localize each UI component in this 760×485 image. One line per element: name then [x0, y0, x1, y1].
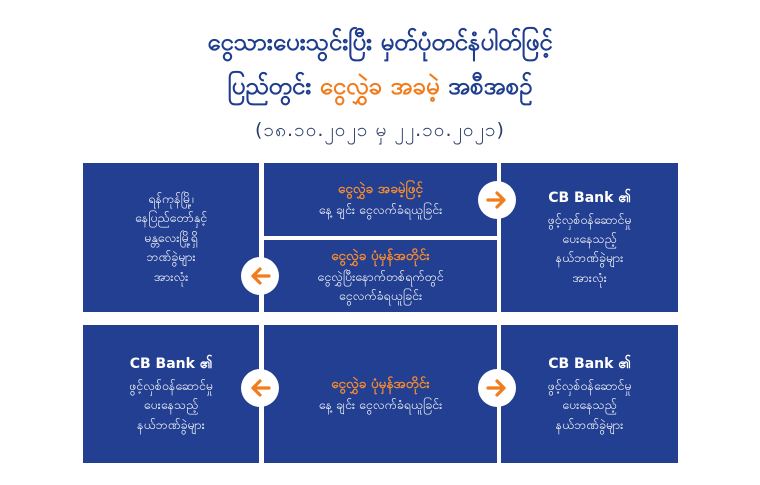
row1-bottom-mid-heading: ငွေလွှဲခ ပုံမှန်အတိုင်း — [331, 248, 430, 265]
row1-right-line4: အားလုံး — [572, 269, 607, 285]
row1-left-line2: နေပြည်တော်နှင့် — [134, 210, 208, 226]
row2-right-line1: ဖွင့်လှစ်ဝန်ဆောင်မှု — [547, 377, 632, 393]
row2-right-heading: CB Bank ၏ — [548, 356, 631, 373]
title-line-1: ငွေသားပေးသွင်းပြီး မှတ်ပုံတင်နံပါတ်ဖြင့် — [207, 28, 553, 56]
title-free-fee: ငွေလွှဲခ အခမဲ့ — [319, 72, 440, 100]
title-domestic: ပြည်တွင်း — [227, 72, 312, 100]
row2-left-line1: ဖွင့်လှစ်ဝန်ဆောင်မှု — [129, 377, 213, 393]
title-program: အစီအစဉ် — [448, 72, 533, 100]
row1-right-line2: ပေးနေသည့် — [562, 230, 617, 246]
row1-left-line4: ဘဏ်ခွဲများ — [146, 249, 196, 265]
row2-right-line2: ပေးနေသည့် — [562, 397, 617, 413]
row2-left-box: CB Bank ၏ ဖွင့်လှစ်ဝန်ဆောင်မှု ပေးနေသည့်… — [83, 325, 259, 463]
title-line-2: ပြည်တွင်း ငွေလွှဲခ အခမဲ့ အစီအစဉ် — [0, 70, 760, 106]
row1-right-box: CB Bank ၏ ဖွင့်လှစ်ဝန်ဆောင်မှု ပေးနေသည့်… — [501, 163, 678, 312]
row1-top-mid-heading: ငွေလွှဲခ အခမဲ့ဖြင့် — [338, 181, 423, 198]
row2-right-line3: နယ်ဘဏ်ခွဲများ — [555, 416, 624, 432]
arrow-left-icon — [241, 369, 279, 407]
arrow-right-icon — [478, 181, 516, 219]
row1-right-line3: နယ်ဘဏ်ခွဲများ — [555, 250, 624, 266]
row1-left-line3: မန္တလေးမြို့ရှိ — [144, 229, 198, 245]
row2-mid-body: နေ့ ချင်း ငွေလက်ခံရယူခြင်း — [318, 396, 443, 412]
row1-top-mid-box: ငွေလွှဲခ အခမဲ့ဖြင့် နေ့ ချင်း ငွေလက်ခံရယ… — [264, 163, 497, 236]
row2-mid-heading: ငွေလွှဲခ ပုံမှန်အတိုင်း — [331, 375, 430, 392]
row1-left-line1: ရန်ကုန်မြို့၊ — [148, 191, 194, 207]
row1-bottom-mid-box: ငွေလွှဲခ ပုံမှန်အတိုင်း ငွေလွှဲပြီးနောက်… — [264, 240, 497, 312]
row2-mid-box: ငွေလွှဲခ ပုံမှန်အတိုင်း နေ့ ချင်း ငွေလက်… — [264, 325, 497, 463]
date-range: (၁၈.၁၀.၂၀၂၁ မှ ၂၂.၁၀.၂၀၂၁) — [255, 119, 505, 141]
row2-left-line3: နယ်ဘဏ်ခွဲများ — [137, 416, 205, 432]
row2-left-heading: CB Bank ၏ — [129, 356, 213, 373]
row1-top-mid-body: နေ့ ချင်း ငွေလက်ခံရယူခြင်း — [318, 202, 443, 218]
arrow-right-icon — [478, 369, 516, 407]
row1-right-heading: CB Bank ၏ — [548, 189, 631, 206]
row2-left-line2: ပေးနေသည့် — [143, 397, 199, 413]
row1-left-box: ရန်ကုန်မြို့၊ နေပြည်တော်နှင့် မန္တလေးမြိ… — [83, 163, 259, 312]
row1-right-line1: ဖွင့်လှစ်ဝန်ဆောင်မှု — [547, 211, 632, 227]
row1-bottom-mid-line2: ငွေလက်ခံရယူခြင်း — [338, 288, 423, 304]
row1-bottom-mid-line1: ငွေလွှဲပြီးနောက်တစ်ရက်တွင် — [317, 269, 444, 285]
row1-left-line5: အားလုံး — [153, 268, 189, 284]
row2-right-box: CB Bank ၏ ဖွင့်လှစ်ဝန်ဆောင်မှု ပေးနေသည့်… — [501, 325, 678, 463]
arrow-left-icon — [241, 257, 279, 295]
